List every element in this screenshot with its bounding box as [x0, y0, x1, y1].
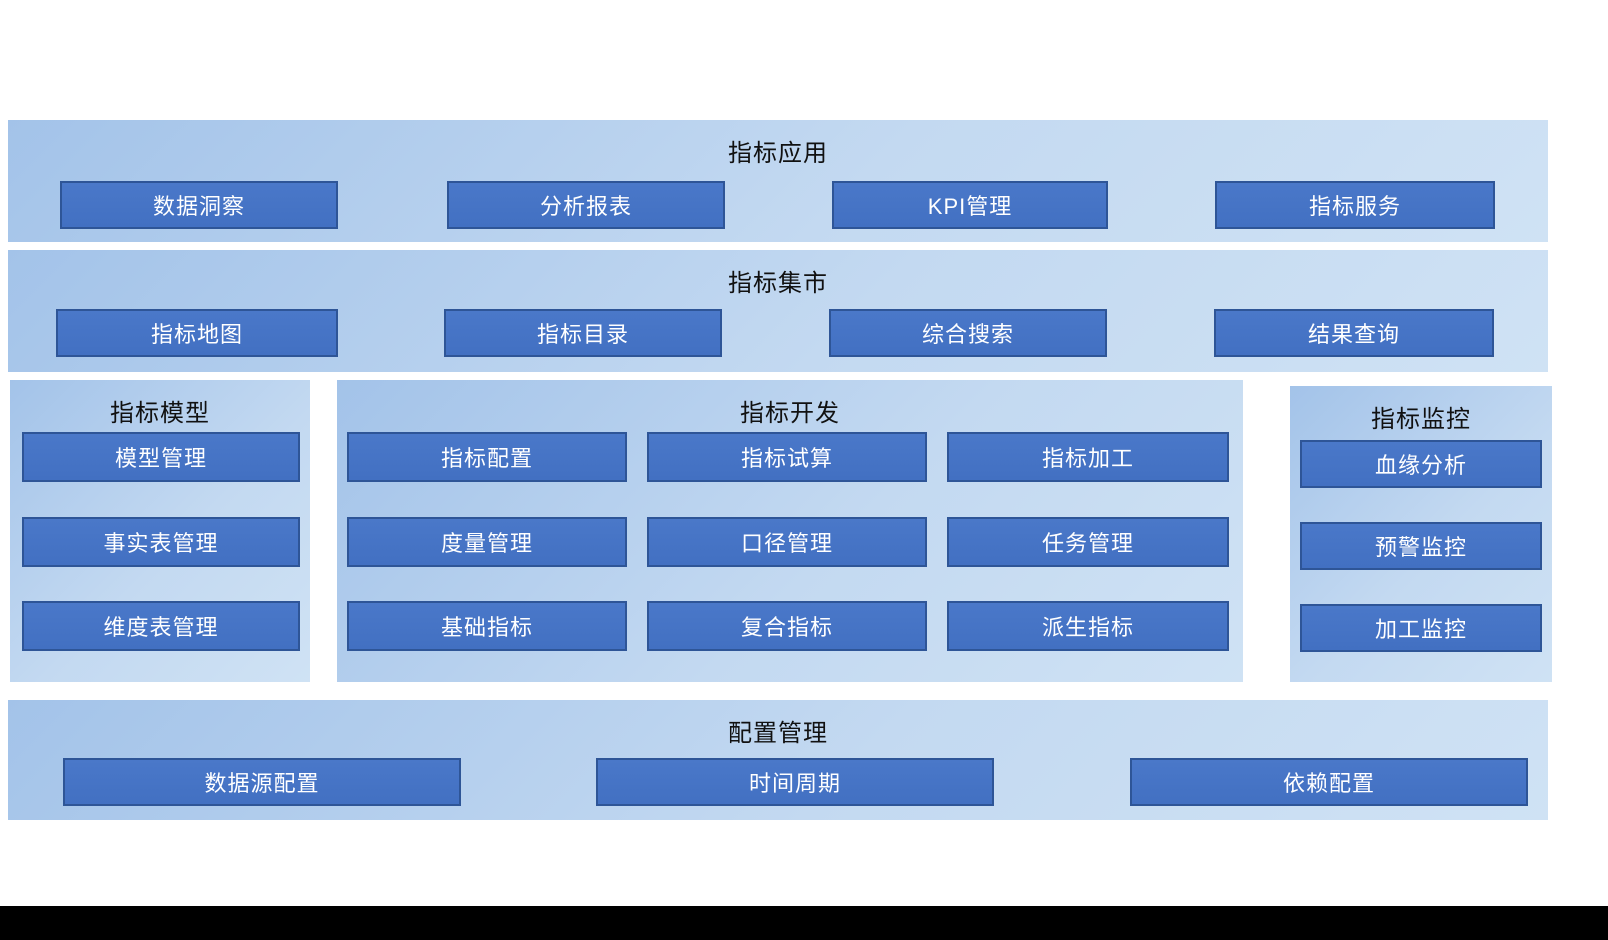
diagram-box: 派生指标: [947, 601, 1229, 651]
diagram-box: 指标加工: [947, 432, 1229, 482]
diagram-box: 模型管理: [22, 432, 300, 482]
panel-title: 指标监控: [1371, 406, 1471, 433]
band-indicator-application: 指标应用 数据洞察 分析报表 KPI管理 指标服务: [8, 120, 1548, 242]
diagram-box: 事实表管理: [22, 517, 300, 567]
diagram-box: 时间周期: [596, 758, 994, 806]
diagram-box: 结果查询: [1214, 309, 1494, 357]
band-title: 配置管理: [728, 720, 828, 747]
panel-indicator-model: 指标模型 模型管理 事实表管理 维度表管理: [10, 380, 310, 682]
panel-indicator-development: 指标开发 指标配置 指标试算 指标加工 度量管理 口径管理 任务管理 基础指标 …: [337, 380, 1243, 682]
diagram-box: 度量管理: [347, 517, 627, 567]
bottom-black-bar: [0, 906, 1608, 940]
panel-title: 指标模型: [110, 400, 210, 427]
band-title: 指标应用: [728, 140, 828, 167]
band-title: 指标集市: [728, 270, 828, 297]
diagram-box: 任务管理: [947, 517, 1229, 567]
diagram-box: 加工监控: [1300, 604, 1542, 652]
diagram-box: 基础指标: [347, 601, 627, 651]
diagram-box: 预警监控: [1300, 522, 1542, 570]
band-indicator-market: 指标集市 指标地图 指标目录 综合搜索 结果查询: [8, 250, 1548, 372]
diagram-box: 指标配置: [347, 432, 627, 482]
diagram-box: 指标地图: [56, 309, 338, 357]
diagram-box: 分析报表: [447, 181, 725, 229]
diagram-box: 血缘分析: [1300, 440, 1542, 488]
diagram-box: 指标试算: [647, 432, 927, 482]
diagram-box: 指标目录: [444, 309, 722, 357]
panel-title: 指标开发: [740, 400, 840, 427]
band-configuration-management: 配置管理 数据源配置 时间周期 依赖配置: [8, 700, 1548, 820]
panel-indicator-monitoring: 指标监控 血缘分析 预警监控 加工监控: [1290, 386, 1552, 682]
diagram-box: KPI管理: [832, 181, 1108, 229]
diagram-box: 数据源配置: [63, 758, 461, 806]
diagram-box: 依赖配置: [1130, 758, 1528, 806]
diagram-box: 数据洞察: [60, 181, 338, 229]
diagram-box: 复合指标: [647, 601, 927, 651]
diagram-box: 维度表管理: [22, 601, 300, 651]
diagram-box: 综合搜索: [829, 309, 1107, 357]
diagram-box: 指标服务: [1215, 181, 1495, 229]
diagram-box: 口径管理: [647, 517, 927, 567]
